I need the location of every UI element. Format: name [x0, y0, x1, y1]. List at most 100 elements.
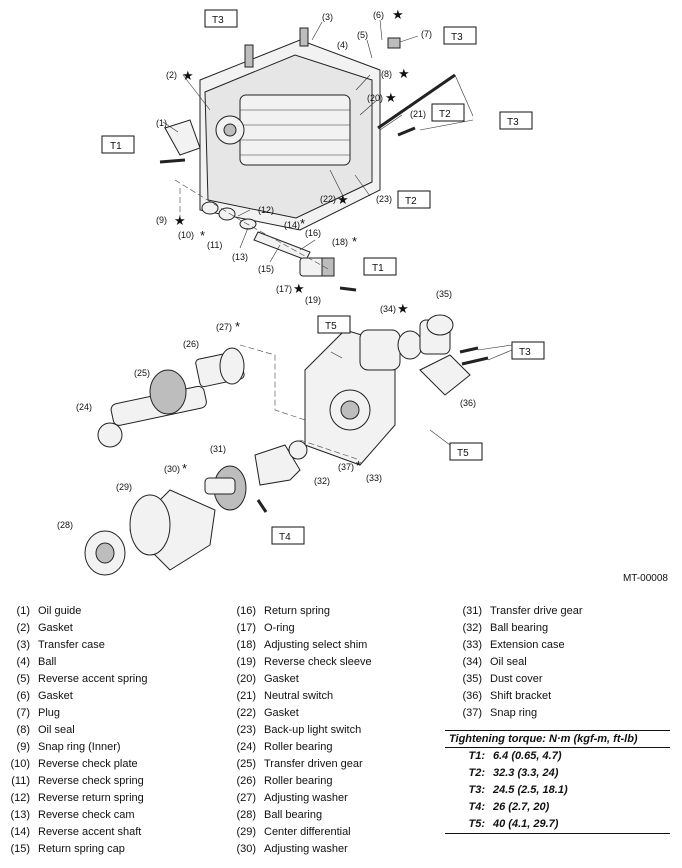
transfer-case-drawing [199, 39, 381, 231]
reverse-check-parts [201, 201, 357, 292]
torque-value: 26 (2.7, 20) [493, 801, 550, 813]
legend-item-name: Back-up light switch [264, 724, 362, 736]
torque-key: T5: [468, 818, 486, 830]
legend-item-number: (4) [16, 656, 30, 668]
asterisk-marker: * [235, 319, 240, 334]
torque-row: T4:26 (2.7, 20) [445, 799, 670, 816]
torque-row: T2:32.3 (3.3, 24) [445, 765, 670, 782]
callout-9: (9) [156, 215, 167, 225]
legend-item: (36)Shift bracket [452, 688, 583, 705]
svg-text:T5: T5 [457, 448, 469, 459]
legend-item-number: (19) [236, 656, 256, 668]
torque-table: Tightening torque: N·m (kgf-m, ft-lb) T1… [445, 730, 670, 834]
torque-value: 40 (4.1, 29.7) [493, 818, 559, 830]
legend-item: (7)Plug [0, 705, 147, 722]
legend-item-name: Ball bearing [264, 809, 323, 821]
legend-item-name: Reverse check cam [38, 809, 135, 821]
svg-text:T3: T3 [519, 347, 531, 358]
legend-item: (37)Snap ring [452, 705, 583, 722]
legend-item-name: Dust cover [490, 673, 543, 685]
torque-box-t3-top-left: T3 [204, 9, 238, 28]
transfer-driven-gear-drawing [97, 347, 245, 448]
legend-item-number: (13) [10, 809, 30, 821]
callout-7: (7) [421, 29, 432, 39]
svg-text:T5: T5 [325, 321, 337, 332]
legend-item-number: (33) [462, 639, 482, 651]
callout-5: (5) [357, 30, 368, 40]
svg-text:T3: T3 [507, 117, 519, 128]
torque-box-t3-right: T3 [499, 111, 533, 130]
legend-item-number: (21) [236, 690, 256, 702]
legend-item-number: (15) [10, 843, 30, 855]
star-marker: ★ [182, 68, 194, 83]
legend-item-name: Adjusting select shim [264, 639, 368, 651]
legend-item: (27) Adjusting washer [226, 790, 372, 807]
svg-text:T1: T1 [372, 263, 384, 274]
torque-row: T3:24.5 (2.5, 18.1) [445, 782, 670, 799]
exploded-view-diagram: (3) (6) ★ (7) (4) (5) (2) ★ (8) ★ (20) ★… [57, 7, 545, 576]
legend-item-name: Reverse check spring [38, 775, 144, 787]
svg-text:T2: T2 [439, 109, 451, 120]
torque-box-t1-left: T1 [101, 135, 135, 154]
legend-item-number: (12) [10, 792, 30, 804]
legend-item: (29)Center differential [226, 824, 372, 841]
callout-1: (1) [156, 118, 167, 128]
callout-11: (11) [207, 240, 222, 250]
callout-17: (17) [276, 284, 292, 294]
legend-item-name: Return spring [264, 605, 331, 617]
callout-20: (20) [367, 93, 383, 103]
legend-item-name: Reverse check plate [38, 758, 138, 770]
legend-item: (20)Gasket [226, 671, 372, 688]
legend-item-name: Shift bracket [490, 690, 552, 702]
callout-16: (16) [305, 228, 321, 238]
figure-code: MT-00008 [622, 573, 668, 584]
legend-item-name: Extension case [490, 639, 565, 651]
legend-item-name: Roller bearing [264, 775, 333, 787]
svg-text:T3: T3 [451, 32, 463, 43]
callout-25: (25) [134, 368, 150, 378]
legend-item-number: (27) [236, 792, 256, 804]
legend-item-name: Plug [38, 707, 61, 719]
legend-item: (30)Adjusting washer [226, 841, 372, 858]
torque-box-t1-middle: T1 [363, 257, 397, 276]
asterisk-marker: * [352, 234, 357, 249]
legend-item-number: (29) [236, 826, 256, 838]
svg-text:T3: T3 [212, 15, 224, 26]
legend-item-name: Oil guide [38, 605, 82, 617]
legend-column-3: (31)Transfer drive gear(32)Ball bearing(… [452, 603, 583, 722]
legend-item-name: Oil seal [490, 656, 527, 668]
star-marker: ★ [392, 7, 404, 22]
asterisk-marker: * [182, 461, 187, 476]
legend-item-number: (26) [236, 775, 256, 787]
legend-item-number: (23) [236, 724, 256, 736]
callout-19: (19) [305, 295, 321, 305]
legend-item: (15) Return spring cap [0, 841, 147, 858]
callout-8: (8) [381, 69, 392, 79]
callout-32: (32) [314, 476, 330, 486]
legend-item-name: Return spring cap [38, 843, 125, 855]
torque-box-t5-lower: T5 [449, 442, 483, 461]
callout-15: (15) [258, 264, 274, 274]
legend-item-name: Adjusting washer [264, 792, 348, 804]
legend-column-1: (1)Oil guide(2)Gasket(3)Transfer case(4)… [0, 603, 147, 858]
legend-item-number: (31) [462, 605, 482, 617]
torque-value: 24.5 (2.5, 18.1) [493, 784, 568, 796]
torque-row: T5: 40 (4.1, 29.7) [445, 816, 670, 833]
legend-item-name: Reverse check sleeve [264, 656, 372, 668]
legend-item: (1)Oil guide [0, 603, 147, 620]
callout-37: (37) [338, 462, 354, 472]
transfer-drive-gear-drawing [204, 440, 308, 513]
callout-21: (21) [410, 109, 426, 119]
legend-item-name: Adjusting washer [264, 843, 348, 855]
legend-item: (10)Reverse check plate [0, 756, 147, 773]
legend-item: (19) Reverse check sleeve [226, 654, 372, 671]
callout-6: (6) [373, 10, 384, 20]
legend-item: (31)Transfer drive gear [452, 603, 582, 620]
callout-23: (23) [376, 194, 392, 204]
callout-24: (24) [76, 402, 92, 412]
star-marker: ★ [385, 90, 397, 105]
legend-item-name: Ball [38, 656, 57, 668]
asterisk-marker: * [300, 216, 305, 231]
legend-item: (24)Roller bearing [226, 739, 372, 756]
legend-item: (26) Roller bearing [226, 773, 372, 790]
